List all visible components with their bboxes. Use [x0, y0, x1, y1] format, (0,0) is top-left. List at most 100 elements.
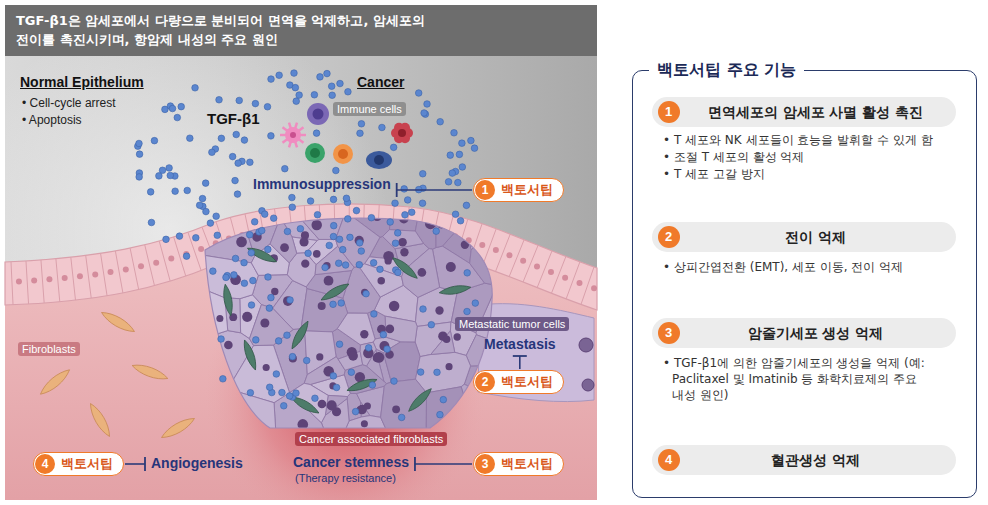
tgf-particle — [199, 195, 206, 202]
cell-nucleus — [377, 277, 384, 284]
cell-nucleus — [338, 149, 348, 159]
tgf-particle — [279, 389, 286, 396]
tgf-particle — [163, 236, 170, 243]
tgf-particle — [330, 233, 337, 240]
cell-nucleus — [123, 266, 129, 272]
tgf-particles — [134, 70, 478, 421]
cell-nucleus — [520, 258, 526, 264]
tgf-particle — [415, 90, 422, 97]
cell-nucleus — [301, 260, 309, 268]
tumor-cell — [383, 342, 420, 382]
cell-nucleus — [311, 220, 322, 231]
tgf-particle — [287, 297, 294, 304]
tgf-particle — [335, 260, 342, 267]
tgf-particle — [166, 165, 173, 172]
tgf-particle — [265, 246, 272, 253]
cell-nucleus — [263, 364, 270, 371]
tumor-cell — [228, 345, 290, 403]
tgf-particle — [207, 220, 214, 227]
tgf-particle — [184, 187, 191, 194]
tgf-particle — [291, 70, 298, 77]
tgf-particle — [356, 261, 363, 268]
cell-nucleus — [373, 352, 384, 363]
tgf-particle — [404, 197, 411, 204]
callout-text: 백토서팁 — [501, 455, 553, 473]
tgf-particle — [286, 393, 293, 400]
tgf-particle — [311, 91, 318, 98]
cell-nucleus — [244, 423, 253, 432]
part-label: Fibroblasts — [18, 342, 80, 356]
callout-number: 2 — [475, 372, 495, 392]
tumor-cell — [290, 383, 329, 422]
tgf-particle — [203, 208, 210, 215]
immune-cell — [307, 103, 329, 125]
cell-body — [285, 127, 301, 143]
tgf-particle — [289, 353, 296, 360]
fibroblast — [131, 361, 170, 382]
tgf-particle — [268, 133, 275, 140]
tgf-particle — [464, 308, 471, 315]
function-heading: 1면역세포의 암세포 사멸 활성 촉진 — [652, 97, 956, 127]
cell-wall — [101, 253, 108, 300]
tgf-particle — [252, 337, 259, 344]
immune-cell — [366, 151, 392, 169]
tgf-particle — [136, 151, 143, 158]
tumor-cell — [436, 205, 466, 248]
tgf-particle — [368, 214, 375, 221]
cancer-associated-fibroblast — [390, 255, 419, 281]
tgf-particle — [265, 274, 272, 281]
cancer-associated-fibroblast — [319, 281, 350, 303]
tgf-particle — [196, 202, 203, 209]
tgf-particle — [433, 228, 440, 235]
cell-nucleus — [290, 132, 296, 138]
cell-nucleus — [313, 109, 324, 120]
tgf-particle — [151, 137, 158, 144]
tgf-particle — [248, 250, 255, 257]
tgf-particle — [234, 191, 241, 198]
heading-number: 1 — [658, 101, 680, 123]
callout-badge: 1백토서팁 — [473, 178, 564, 202]
heading-text: 전이 억제 — [785, 228, 846, 246]
tgf-particle — [326, 242, 333, 249]
tgf-particle — [356, 240, 363, 247]
tgf-particle — [365, 345, 372, 352]
cell-nucleus — [299, 237, 308, 246]
tgf-particle — [162, 106, 169, 113]
illustration-ground — [5, 5, 597, 500]
tgf-particle — [280, 402, 287, 409]
tgf-particle — [156, 173, 163, 180]
tgf-particle — [459, 164, 466, 171]
tumor-cell — [360, 342, 376, 366]
cell-wall — [56, 259, 60, 307]
bullet-note: • Cell-cycle arrest — [22, 96, 116, 110]
cancer-associated-fibroblast — [246, 245, 278, 265]
cancer-associated-fibroblast — [289, 319, 311, 350]
bullet-text: • TGF-β1에 의한 암줄기세포의 생성을 억제 (예: Paclitaxe… — [663, 355, 938, 403]
tgf-particle — [455, 179, 462, 186]
cell-nucleus — [236, 237, 247, 248]
tgf-particle — [241, 259, 248, 266]
inhibition-bar — [414, 457, 416, 471]
heading-number: 4 — [658, 449, 680, 471]
heading-text: 암줄기세포 생성 억제 — [748, 324, 884, 342]
cell-nucleus — [283, 296, 293, 306]
tgf-particle — [229, 153, 236, 160]
inhibition-bar — [513, 355, 527, 357]
tgf-particle — [358, 120, 365, 127]
tgf-particle — [247, 389, 254, 396]
cell-nucleus — [361, 420, 368, 427]
part-label: Immune cells — [333, 102, 406, 116]
panel-title: 백토서팁 주요 기능 — [649, 59, 804, 81]
tgf-particle — [452, 211, 459, 218]
tgf-particle — [136, 140, 143, 147]
tgf-particle — [322, 264, 329, 271]
tumor-cell — [195, 205, 255, 263]
tgf-particle — [210, 268, 217, 275]
tgf-particle — [370, 259, 377, 266]
cell-nucleus — [400, 248, 408, 256]
tgf-particle — [264, 103, 271, 110]
cell-wall — [71, 257, 76, 305]
tgf-particle — [330, 301, 337, 308]
tgf-particle — [292, 84, 299, 91]
tgf-particle — [369, 382, 376, 389]
